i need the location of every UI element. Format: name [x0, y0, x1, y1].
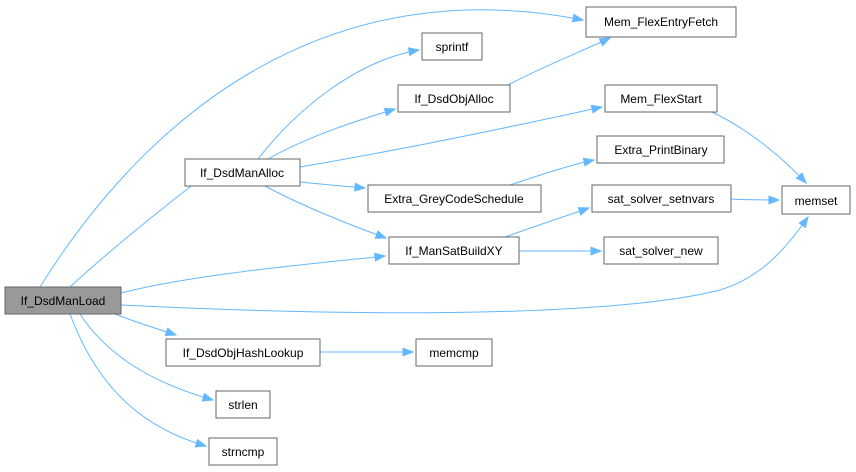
call-edges	[39, 9, 809, 448]
node-label: memcmp	[429, 346, 479, 360]
node-sat-solver-setnvars[interactable]: sat_solver_setnvars	[591, 184, 732, 213]
node-label: Extra_PrintBinary	[614, 143, 707, 157]
node-extra-printbinary[interactable]: Extra_PrintBinary	[596, 135, 725, 164]
arrowhead	[798, 215, 809, 229]
node-label: If_DsdManLoad	[21, 294, 106, 308]
edge-dsdmanalloc-to-objalloc	[267, 107, 397, 160]
node-label: sat_solver_setnvars	[608, 192, 715, 206]
arrowhead	[402, 347, 415, 357]
arrowhead	[768, 195, 781, 205]
edge-dsdmanalloc-to-sprintf	[257, 47, 421, 160]
node-label: If_DsdObjHashLookup	[183, 346, 304, 360]
arrowhead	[582, 157, 596, 167]
edge-root-to-strncmp	[69, 313, 208, 448]
node-mem-flexstart[interactable]: Mem_FlexStart	[604, 84, 718, 113]
arrowhead	[407, 47, 421, 57]
node-label: strlen	[228, 398, 257, 412]
edge-objalloc-to-entryfetch	[507, 37, 612, 86]
arrowhead	[571, 13, 585, 23]
arrowhead	[577, 207, 591, 216]
node-label: strncmp	[222, 445, 265, 459]
edge-dsdmanalloc-to-satbuild	[264, 185, 388, 239]
node-label: If_ManSatBuildXY	[405, 244, 502, 258]
node-sat-solver-new[interactable]: sat_solver_new	[603, 236, 719, 265]
node-label: If_DsdManAlloc	[200, 166, 284, 180]
edge-dsdmanalloc-to-greycode	[299, 181, 367, 192]
arrowhead	[590, 246, 603, 256]
edge-root-to-hashlookup	[114, 313, 178, 336]
arrowhead	[383, 107, 397, 117]
edge-hashlookup-to-memcmp	[319, 347, 415, 357]
node-label: memset	[795, 194, 838, 208]
node-label: Mem_FlexEntryFetch	[604, 15, 718, 29]
node-label: Extra_GreyCodeSchedule	[384, 192, 524, 206]
arrowhead	[590, 104, 604, 114]
node-if-dsdmanload[interactable]: If_DsdManLoad	[4, 286, 122, 315]
edge-root-to-satbuild	[120, 252, 387, 294]
node-strlen[interactable]: strlen	[215, 390, 271, 419]
arrowhead	[201, 392, 215, 402]
arrowhead	[795, 172, 807, 185]
node-strncmp[interactable]: strncmp	[208, 437, 278, 466]
call-nodes: If_DsdManLoad If_DsdManAlloc If_DsdObjHa…	[4, 6, 851, 466]
arrowhead	[598, 37, 612, 47]
arrowhead	[374, 230, 388, 239]
node-memcmp[interactable]: memcmp	[415, 338, 493, 367]
node-label: Mem_FlexStart	[620, 92, 702, 106]
edge-setnvars-to-memset	[730, 195, 781, 205]
edge-flexstart-to-memset	[711, 111, 807, 185]
edge-greycode-to-printbinary	[509, 157, 596, 186]
node-sprintf[interactable]: sprintf	[421, 32, 483, 61]
node-if-dsdobjalloc[interactable]: If_DsdObjAlloc	[397, 84, 511, 113]
arrowhead	[374, 252, 387, 262]
arrowhead	[164, 327, 178, 336]
edge-root-to-strlen	[79, 313, 215, 402]
node-if-mansatbuildxy[interactable]: If_ManSatBuildXY	[388, 236, 520, 265]
edge-satbuild-to-solvernew	[519, 246, 603, 256]
node-label: sat_solver_new	[619, 244, 703, 258]
edge-satbuild-to-setnvars	[504, 207, 591, 238]
arrowhead	[354, 182, 367, 192]
edge-dsdmanalloc-to-flexstart	[299, 104, 604, 168]
node-mem-flexentryfetch[interactable]: Mem_FlexEntryFetch	[585, 6, 737, 38]
node-label: If_DsdObjAlloc	[414, 92, 493, 106]
node-extra-greycodeschedule[interactable]: Extra_GreyCodeSchedule	[367, 184, 542, 213]
arrowhead	[194, 438, 208, 448]
node-memset[interactable]: memset	[781, 185, 851, 215]
node-if-dsdobjhashlookup[interactable]: If_DsdObjHashLookup	[165, 338, 321, 367]
edge-root-to-entryfetch	[39, 9, 585, 288]
edge-root-to-memset	[120, 215, 809, 314]
node-label: sprintf	[436, 40, 469, 54]
node-if-dsdmanalloc[interactable]: If_DsdManAlloc	[184, 158, 301, 187]
